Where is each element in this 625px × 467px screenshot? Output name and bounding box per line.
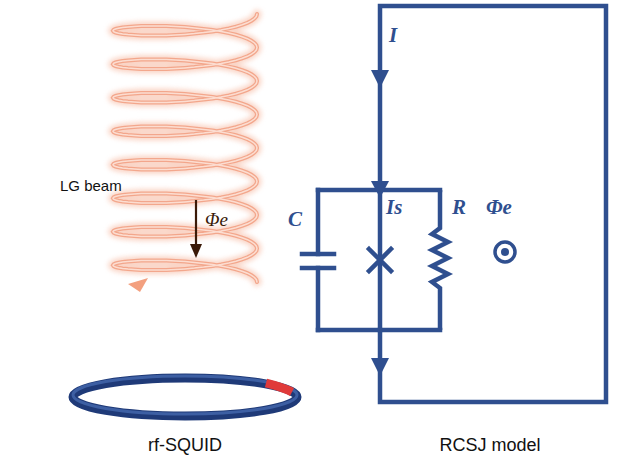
helix-stroke xyxy=(113,14,257,282)
caption: rf-SQUID xyxy=(148,436,222,456)
helix-stroke xyxy=(113,14,257,282)
flux-dot xyxy=(501,248,509,256)
current-arrowhead xyxy=(371,358,389,376)
capacitor-label: C xyxy=(288,208,302,231)
helix-tip xyxy=(128,278,148,292)
current-label: I xyxy=(389,24,397,47)
lg-beam-helix xyxy=(113,14,257,292)
resistor-label: R xyxy=(452,196,466,219)
rcsj-circuit xyxy=(302,6,606,402)
current-arrowhead xyxy=(371,70,389,88)
beam-label: LG beam xyxy=(60,178,122,195)
supercurrent-label: Is xyxy=(386,196,402,219)
flux-label: Φe xyxy=(205,210,228,231)
flux-arrow xyxy=(190,200,202,258)
squid-ring xyxy=(73,376,297,416)
caption: RCSJ model xyxy=(439,436,540,456)
flux-label: Φe xyxy=(486,196,512,219)
helix-stroke xyxy=(113,14,257,282)
